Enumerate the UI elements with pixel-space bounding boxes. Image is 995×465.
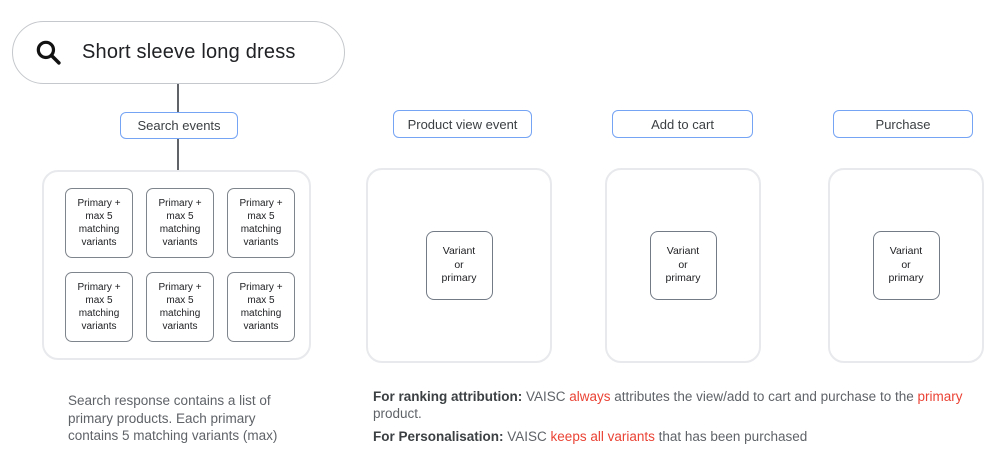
product-view-container: Variant or primary — [366, 168, 552, 363]
note-segment: VAISC — [522, 389, 570, 404]
result-card: Primary + max 5 matching variants — [227, 272, 295, 342]
result-card: Primary + max 5 matching variants — [65, 272, 133, 342]
result-card: Primary + max 5 matching variants — [146, 272, 214, 342]
note-segment: product. — [373, 406, 422, 421]
result-card: Primary + max 5 matching variants — [65, 188, 133, 258]
event-label-product-view: Product view event — [393, 110, 532, 138]
event-label-search-events: Search events — [120, 112, 238, 139]
note-segment: always — [569, 389, 611, 404]
attribution-notes: For ranking attribution: VAISC always at… — [373, 388, 988, 451]
personalisation-note: For Personalisation: VAISC keeps all var… — [373, 428, 988, 445]
purchase-container: Variant or primary — [828, 168, 984, 363]
note-segment: For Personalisation: — [373, 429, 504, 444]
search-response-note: Search response contains a list of prima… — [68, 393, 278, 443]
search-query-text: Short sleeve long dress — [82, 41, 296, 63]
variant-card: Variant or primary — [425, 231, 493, 300]
note-segment: For ranking attribution: — [373, 389, 523, 404]
note-segment: keeps all variants — [550, 429, 655, 444]
ranking-attribution-note: For ranking attribution: VAISC always at… — [373, 388, 988, 422]
search-events-container: Primary + max 5 matching variants Primar… — [42, 170, 311, 360]
note-segment: that has been purchased — [654, 429, 808, 444]
note-segment: VAISC — [503, 429, 551, 444]
event-label-add-to-cart: Add to cart — [612, 110, 753, 138]
connector-line-bottom — [177, 139, 179, 170]
variant-card: Variant or primary — [649, 231, 717, 300]
search-input[interactable]: Short sleeve long dress — [12, 21, 345, 84]
note-segment: attributes the view/add to cart and purc… — [610, 389, 918, 404]
note-segment: primary — [917, 389, 963, 404]
connector-line-top — [177, 84, 179, 112]
event-label-purchase: Purchase — [833, 110, 973, 138]
search-icon — [36, 40, 61, 65]
add-to-cart-container: Variant or primary — [605, 168, 761, 363]
variant-card: Variant or primary — [872, 231, 940, 300]
result-card: Primary + max 5 matching variants — [227, 188, 295, 258]
result-card: Primary + max 5 matching variants — [146, 188, 214, 258]
